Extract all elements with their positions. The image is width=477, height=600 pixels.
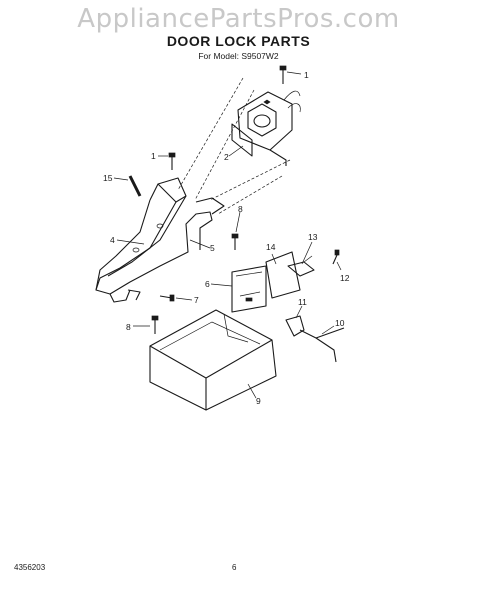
document-number: 4356203 — [14, 563, 46, 572]
watermark-logo-text: AppliancePartsPros.com — [77, 4, 400, 34]
part-13-switch — [287, 255, 315, 277]
callout-leaders — [113, 71, 342, 399]
callout-1-left: 1 — [151, 151, 156, 161]
callout-8-upper: 8 — [238, 204, 243, 214]
callout-8-lower: 8 — [126, 322, 131, 332]
callout-14: 14 — [266, 242, 276, 252]
part-1-screw-top — [279, 65, 287, 84]
callout-13: 13 — [308, 232, 318, 242]
callout-5: 5 — [210, 243, 215, 253]
callout-15: 15 — [103, 173, 113, 183]
callout-1-top: 1 — [304, 70, 309, 80]
part-1-screw-left — [168, 152, 176, 170]
part-11-link — [285, 315, 305, 337]
page-number: 6 — [232, 563, 237, 572]
part-9-cover-tray — [149, 309, 277, 411]
callout-12: 12 — [340, 273, 350, 283]
part-12-screw — [332, 249, 340, 265]
callout-6: 6 — [205, 279, 210, 289]
model-subtitle: For Model: S9507W2 — [198, 51, 279, 61]
part-6-bracket — [231, 265, 267, 313]
part-7-screw — [159, 294, 175, 302]
part-10-rod — [299, 327, 345, 363]
callout-9: 9 — [256, 396, 261, 406]
callout-7: 7 — [194, 295, 199, 305]
part-15-rod — [128, 175, 142, 197]
page-title: DOOR LOCK PARTS — [166, 33, 311, 49]
assembly-leader-lines — [177, 77, 291, 215]
callout-10: 10 — [335, 318, 345, 328]
part-8-screw-lower — [151, 315, 159, 334]
callout-11: 11 — [298, 297, 307, 307]
part-2-lock-assembly — [231, 90, 301, 166]
part-14-plate — [265, 251, 301, 299]
part-8-screw-upper — [231, 233, 239, 250]
part-4-5-lock-bracket — [95, 177, 225, 303]
callout-4: 4 — [110, 235, 115, 245]
callout-2: 2 — [224, 152, 229, 162]
